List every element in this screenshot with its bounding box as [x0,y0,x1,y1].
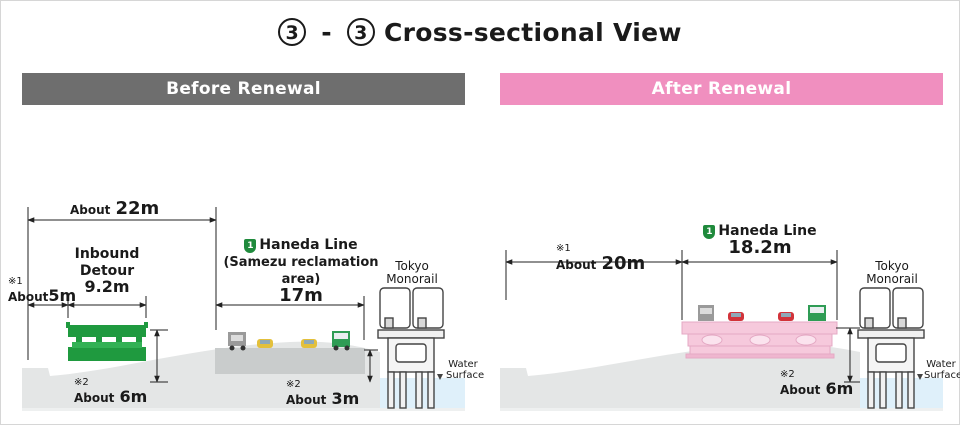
car-icon [778,312,794,321]
before-total-width-label: About 22m [70,198,160,219]
section-number-right: 3 [346,18,375,46]
route-shield-icon: 1 [703,225,716,239]
renewed-road-structure [681,321,838,359]
before-renewal-header: Before Renewal [22,73,465,105]
after-height-label: ※2 About 6m [780,369,854,398]
inbound-detour-structure [66,322,148,361]
road-deck [215,348,365,374]
truck-icon [808,305,826,321]
monorail-structure [857,287,925,409]
after-gap-label: ※1 About 20m [556,243,646,274]
truck-icon [698,305,714,321]
after-renewal-header: After Renewal [500,73,943,105]
before-dimension-lines [27,207,378,383]
inbound-detour-label: Inbound Detour 9.2m [74,246,140,296]
before-detour-height-label: ※2 About 6m [74,377,148,406]
water-area [365,378,465,408]
truck-icon [332,331,350,351]
truck-icon [228,332,246,351]
water-level-marker [917,374,923,380]
car-icon [301,339,317,348]
ground-terrain [500,343,860,408]
section-number-left: 3 [278,18,307,46]
route-shield-icon: 1 [244,239,257,253]
after-dimension-lines [505,250,860,383]
monorail-structure [377,287,445,409]
water-level-marker [437,374,443,380]
before-left-gap-label: ※1 About5m [8,276,77,305]
title-text: Cross-sectional View [383,18,682,47]
car-icon [728,312,744,321]
page-title: 3 - 3 Cross-sectional View [0,18,960,47]
after-scene [500,250,943,411]
car-icon [257,339,273,348]
before-road-height-label: ※2 About 3m [286,379,360,408]
before-scene [22,207,465,411]
